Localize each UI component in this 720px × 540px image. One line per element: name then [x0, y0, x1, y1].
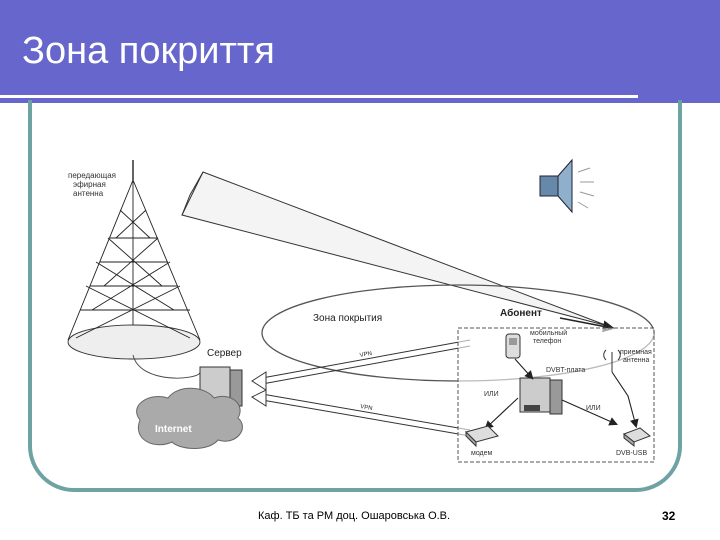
receiving-antenna-icon	[603, 349, 621, 372]
footer-text: Каф. ТБ та РМ доц. Ошаровська О.В.	[258, 510, 451, 522]
coverage-label: Зона покрытия	[313, 313, 382, 324]
modem-label: модем	[471, 450, 493, 457]
tower-label-2: эфирная	[73, 180, 106, 189]
tower-label-1: передающая	[68, 171, 116, 180]
modem-icon	[465, 425, 499, 448]
title-underline	[0, 95, 638, 98]
content-frame	[28, 100, 682, 492]
vpn-label-bottom: VPN	[360, 404, 373, 412]
or-label-right: ИЛИ	[586, 405, 601, 412]
phone-label-1: мобильный	[530, 329, 567, 337]
speaker-icon	[539, 158, 595, 214]
tower-label-3: антенна	[73, 189, 104, 198]
dvb-usb-label: DVB-USB	[616, 450, 647, 457]
internet-label: Internet	[155, 424, 192, 435]
broadcast-tower-icon	[67, 160, 201, 379]
server-label: Сервер	[207, 348, 242, 359]
slide-title: Зона покриття	[22, 30, 275, 72]
device-connectors	[484, 358, 639, 430]
page-number: 32	[662, 509, 676, 523]
antenna-label-2: антенна	[623, 357, 650, 364]
mobile-phone-icon	[505, 333, 521, 359]
vpn-label-top: VPN	[359, 351, 372, 359]
pc-icon	[519, 377, 563, 415]
phone-label-2: телефон	[533, 338, 561, 345]
vpn-arrows	[250, 339, 471, 437]
antenna-label-1: приемная	[620, 349, 652, 356]
dvbt-card-label: DVBT-плата	[546, 367, 585, 374]
subscriber-label: Абонент	[500, 307, 542, 319]
internet-cloud-icon	[136, 387, 243, 449]
broadcast-beam	[181, 171, 615, 333]
or-label-left: ИЛИ	[484, 391, 499, 398]
dvb-usb-icon	[623, 427, 651, 448]
title-bar	[0, 0, 720, 103]
